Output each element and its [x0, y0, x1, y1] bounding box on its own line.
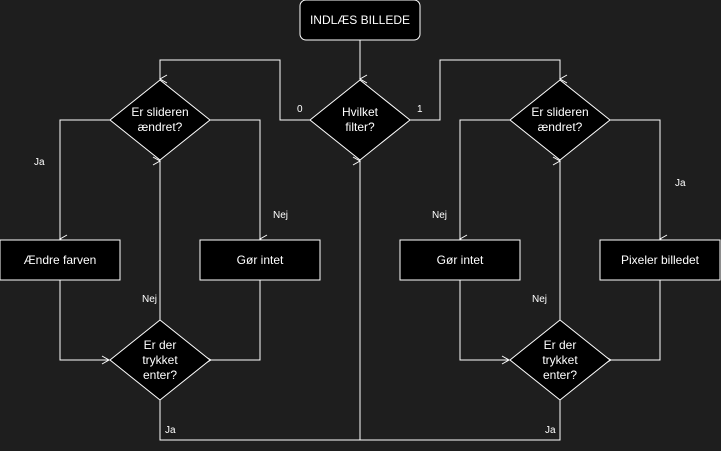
- edge-label-left-slider-yes: Ja: [33, 157, 46, 169]
- node-start: [299, 0, 421, 41]
- node-left-slider-decision: [109, 79, 211, 161]
- edge-filter-to-right-slider: [410, 59, 568, 121]
- edge-left-yes-to-enter: [59, 280, 111, 365]
- edge-label-filter-right: 1: [416, 104, 424, 116]
- edge-left-slider-no: [210, 119, 268, 244]
- edge-label-right-enter-yes: Ja: [544, 425, 557, 437]
- edge-right-slider-yes: [610, 119, 668, 244]
- edge-label-filter-left: 0: [296, 104, 304, 116]
- edge-label-right-slider-no: Nej: [431, 210, 449, 222]
- node-left-enter-decision: [109, 319, 211, 401]
- edge-label-left-slider-no: Nej: [272, 210, 290, 222]
- edge-label-left-enter-yes: Ja: [164, 425, 177, 437]
- node-right-action-yes: [599, 239, 721, 281]
- edge-left-slider-yes: [58, 119, 110, 244]
- edge-label-left-enter-no: Nej: [141, 294, 159, 306]
- edge-right-slider-no: [458, 119, 510, 244]
- node-left-action-no: [199, 239, 321, 281]
- edge-left-no-to-enter: [203, 280, 261, 365]
- edge-filter-to-left-slider: [158, 59, 310, 121]
- edge-label-right-enter-no: Nej: [531, 294, 549, 306]
- node-right-action-no: [399, 239, 521, 281]
- node-right-slider-decision: [509, 79, 611, 161]
- edge-right-yes-to-enter: [603, 280, 661, 365]
- node-left-action-yes: [0, 239, 121, 281]
- edge-label-right-slider-yes: Ja: [674, 178, 687, 190]
- node-right-enter-decision: [509, 319, 611, 401]
- node-filter-decision: [309, 79, 411, 161]
- edge-enter-yes-to-filter: [159, 161, 561, 441]
- edge-right-no-to-enter: [459, 280, 511, 365]
